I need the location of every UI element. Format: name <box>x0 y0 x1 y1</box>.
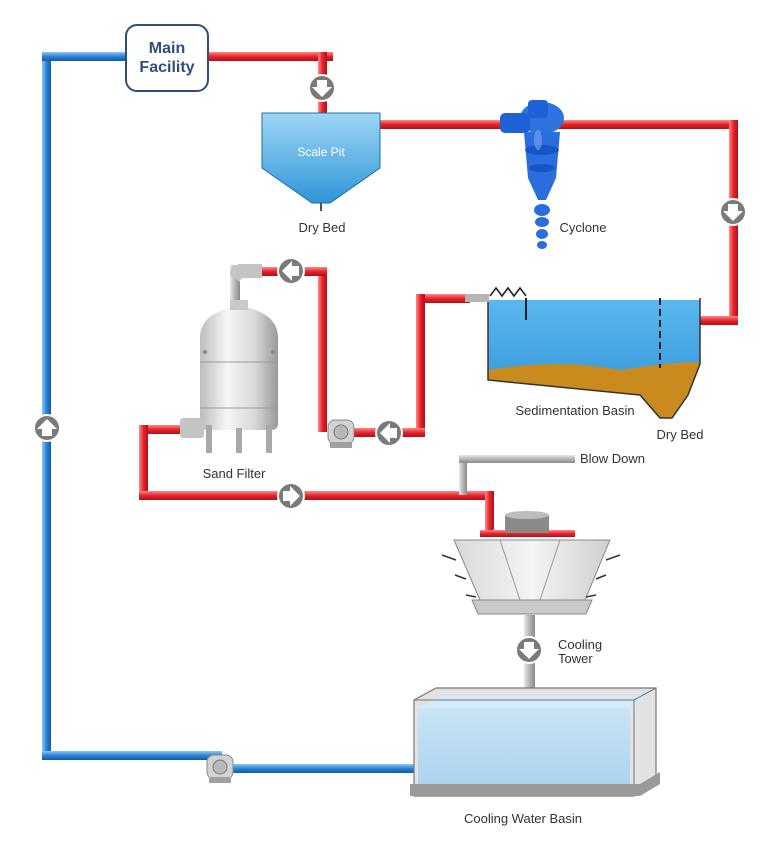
arrow-up-icon <box>33 414 61 442</box>
cooling-tower-label-line2: Tower <box>558 651 593 666</box>
sedimentation-basin-label: Sedimentation Basin <box>515 403 634 418</box>
arrow-right-icon <box>277 482 305 510</box>
scale-pit-label: Scale Pit <box>297 145 345 159</box>
return-pipe-blue <box>42 52 418 773</box>
hot-pipe-network <box>139 52 738 537</box>
arrow-down-icon <box>719 198 747 226</box>
dry-bed-right-label: Dry Bed <box>657 427 704 442</box>
cooling-water-basin <box>410 687 660 797</box>
sedimentation-basin <box>465 286 701 419</box>
main-facility-box: Main Facility <box>125 24 209 92</box>
scale-pit: Scale Pit <box>261 112 381 211</box>
blow-down-label: Blow Down <box>580 451 645 466</box>
cooling-tower-label-line1: Cooling <box>558 637 602 652</box>
main-facility-label-line2: Facility <box>139 59 195 76</box>
arrow-down-icon <box>308 74 336 102</box>
pump-icon <box>206 754 234 783</box>
arrow-left-icon <box>375 419 403 447</box>
main-facility-label-line1: Main <box>148 40 186 57</box>
sand-filter-label: Sand Filter <box>203 466 267 481</box>
arrow-left-icon <box>277 257 305 285</box>
sand-filter <box>180 300 278 453</box>
cyclone-label: Cyclone <box>560 220 607 235</box>
cooling-tower <box>441 511 621 615</box>
pump-icon <box>327 419 355 448</box>
cooling-water-basin-label: Cooling Water Basin <box>464 811 582 826</box>
arrow-down-icon <box>515 636 543 664</box>
dry-bed-top-label: Dry Bed <box>299 220 346 235</box>
cyclone <box>500 100 564 249</box>
